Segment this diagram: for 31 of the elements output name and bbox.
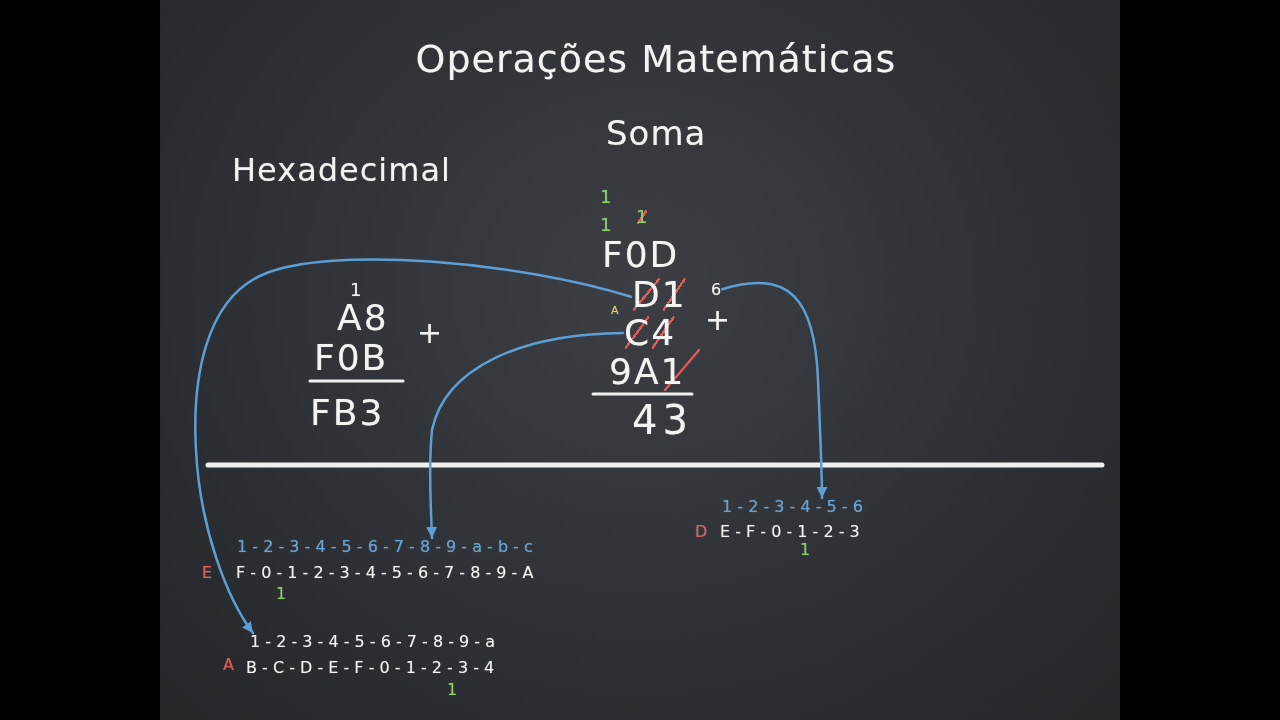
row-letter: D xyxy=(695,524,708,540)
row-letter: A xyxy=(223,657,234,673)
carry-digit: 1 xyxy=(800,542,811,558)
hex-number: F0D xyxy=(602,237,680,273)
carry-digit: 1 xyxy=(447,682,458,698)
arrow xyxy=(720,281,828,500)
hex-number: F0B xyxy=(314,340,389,376)
plus-sign: + xyxy=(417,318,443,348)
count-row: 1 - 2 - 3 - 4 - 5 - 6 xyxy=(722,499,863,515)
column-sum: 6 xyxy=(711,282,722,298)
sum-result: 43 xyxy=(632,400,693,440)
carry-digit: 1 xyxy=(350,281,362,299)
carry-digit: 1 xyxy=(600,216,612,234)
arrow xyxy=(194,258,633,635)
digit-row: B - C - D - E - F - 0 - 1 - 2 - 3 - 4 xyxy=(246,660,495,676)
hex-number: A8 xyxy=(337,300,389,336)
carry-digit: 1 xyxy=(600,188,612,206)
operation-heading: Soma xyxy=(606,116,707,150)
row-letter: E xyxy=(202,565,213,581)
carry-digit: 1 xyxy=(276,586,287,602)
sum-result: FB3 xyxy=(310,395,385,431)
arrow xyxy=(426,331,625,540)
base-heading: Hexadecimal xyxy=(232,154,451,186)
count-row: 1 - 2 - 3 - 4 - 5 - 6 - 7 - 8 - 9 - a - b - c xyxy=(237,539,533,555)
digit-row: F - 0 - 1 - 2 - 3 - 4 - 5 - 6 - 7 - 8 - 9 - A xyxy=(236,565,534,581)
digit-row: E - F - 0 - 1 - 2 - 3 xyxy=(720,524,860,540)
count-row: 1 - 2 - 3 - 4 - 5 - 6 - 7 - 8 - 9 - a xyxy=(250,634,495,650)
plus-sign: + xyxy=(705,305,731,335)
hex-number: 9A1 xyxy=(609,354,686,390)
note-letter: A xyxy=(611,305,619,316)
title: Operações Matemáticas xyxy=(415,40,897,78)
